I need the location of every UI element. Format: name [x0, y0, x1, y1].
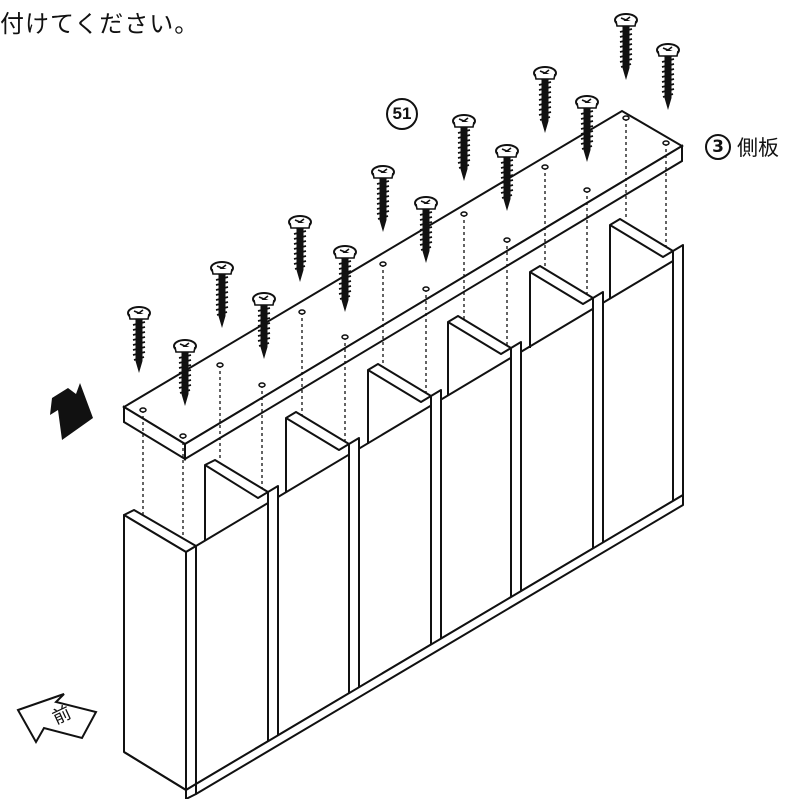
side-panel-callout: 3 側板 — [705, 132, 779, 162]
side-panel-label: 側板 — [737, 136, 779, 160]
screw-icon — [288, 215, 312, 283]
top-side-panel — [122, 109, 684, 461]
screw-icon — [127, 306, 151, 374]
screw-icon — [210, 261, 234, 329]
screw-part-number: 51 — [386, 98, 418, 130]
screw-icon — [656, 43, 680, 111]
guide-lines — [142, 118, 667, 540]
side-panel-number: 3 — [705, 134, 731, 160]
screw-part-callout: 51 — [386, 98, 418, 130]
screw-icon — [452, 114, 476, 182]
cabinet-body — [123, 218, 684, 799]
screw-icon — [614, 13, 638, 81]
screw-icon — [371, 165, 395, 233]
screw-icon — [533, 66, 557, 134]
front-direction-arrow-icon: 前 — [16, 693, 98, 745]
instruction-text: 付けてください。 — [0, 10, 200, 38]
down-arrow-icon — [50, 383, 93, 440]
screw-holes — [139, 115, 670, 439]
